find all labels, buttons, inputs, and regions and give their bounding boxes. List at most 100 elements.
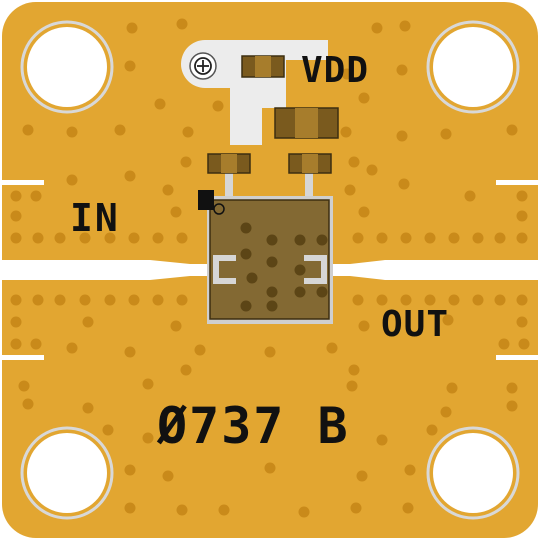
ground-via xyxy=(398,178,410,190)
capacitor-c1 xyxy=(241,55,285,78)
mounting-hole-top-left-inner xyxy=(27,27,107,107)
chip-via xyxy=(266,256,278,268)
ground-via xyxy=(376,294,388,306)
ground-via xyxy=(371,22,383,34)
ground-via xyxy=(516,190,528,202)
ground-via xyxy=(124,346,136,358)
ground-slot-right-top xyxy=(496,180,538,185)
ground-via xyxy=(154,98,166,110)
ground-via xyxy=(346,380,358,392)
ground-via xyxy=(10,338,22,350)
input-label: IN xyxy=(70,196,120,240)
ground-via xyxy=(352,232,364,244)
ground-via xyxy=(180,156,192,168)
ground-via xyxy=(472,232,484,244)
ground-via xyxy=(358,320,370,332)
ground-via xyxy=(124,170,136,182)
ground-via xyxy=(344,184,356,196)
ground-via xyxy=(182,126,194,138)
ground-via xyxy=(341,68,353,80)
ground-via xyxy=(152,232,164,244)
ground-via xyxy=(82,316,94,328)
ground-via xyxy=(32,232,44,244)
ground-via xyxy=(124,60,136,72)
ground-via xyxy=(30,190,42,202)
ground-via xyxy=(448,294,460,306)
ground-vias xyxy=(10,18,530,518)
ground-via xyxy=(516,232,528,244)
ground-via xyxy=(176,18,188,30)
chip-rf-out-bond xyxy=(304,255,327,284)
ground-via xyxy=(218,504,230,516)
ground-via xyxy=(10,190,22,202)
ground-via xyxy=(22,398,34,410)
ground-via xyxy=(402,502,414,514)
bias-trace-left xyxy=(225,170,233,214)
ground-via xyxy=(162,470,174,482)
ground-via xyxy=(396,64,408,76)
ground-via xyxy=(400,232,412,244)
ground-via xyxy=(352,294,364,306)
ground-slot-left-top xyxy=(2,180,44,185)
ground-via xyxy=(194,344,206,356)
chip-surface-vias xyxy=(240,222,328,312)
ground-via xyxy=(180,364,192,376)
ground-via xyxy=(170,320,182,332)
chip-via xyxy=(294,234,306,246)
ground-via xyxy=(358,92,370,104)
chip-via xyxy=(240,300,252,312)
ground-via xyxy=(494,232,506,244)
ground-via xyxy=(128,232,140,244)
chip-via xyxy=(246,272,258,284)
chip-via xyxy=(294,264,306,276)
ground-via xyxy=(498,338,510,350)
ground-via xyxy=(54,294,66,306)
ground-via xyxy=(10,316,22,328)
chip-via xyxy=(240,248,252,260)
ground-via xyxy=(518,338,530,350)
ground-via xyxy=(10,210,22,222)
ground-via xyxy=(472,294,484,306)
ground-via xyxy=(264,462,276,474)
ground-slot-right-bottom xyxy=(496,355,538,360)
chip-via xyxy=(266,234,278,246)
ground-via xyxy=(348,156,360,168)
mounting-hole-bottom-left-inner xyxy=(27,433,107,513)
ground-via xyxy=(66,174,78,186)
ground-via xyxy=(124,464,136,476)
ground-via xyxy=(326,342,338,354)
vdd-bias-pad xyxy=(181,40,328,145)
output-label: OUT xyxy=(381,304,450,345)
ground-via xyxy=(426,424,438,436)
ground-via xyxy=(404,464,416,476)
rf-input-trace xyxy=(2,260,212,280)
ground-via xyxy=(79,294,91,306)
ground-via xyxy=(104,232,116,244)
ground-via xyxy=(82,402,94,414)
ground-via xyxy=(464,190,476,202)
ground-via xyxy=(66,126,78,138)
ground-via xyxy=(176,294,188,306)
mounting-hole-bottom-right-inner xyxy=(433,433,513,513)
ground-via xyxy=(348,364,360,376)
ground-via xyxy=(128,294,140,306)
capacitor-c3 xyxy=(207,153,251,174)
ground-via xyxy=(442,314,454,326)
ground-via xyxy=(212,100,224,112)
ground-via xyxy=(102,424,114,436)
ground-via xyxy=(162,184,174,196)
ground-via xyxy=(176,504,188,516)
ground-via xyxy=(448,232,460,244)
chip-via xyxy=(316,286,328,298)
ground-via xyxy=(494,294,506,306)
chip-via xyxy=(240,222,252,234)
chip-via xyxy=(266,300,278,312)
ground-via xyxy=(376,434,388,446)
ground-via xyxy=(400,294,412,306)
ground-via xyxy=(54,232,66,244)
chip-via xyxy=(294,286,306,298)
ground-via xyxy=(124,502,136,514)
bias-trace-right xyxy=(305,170,313,214)
ground-via xyxy=(366,164,378,176)
